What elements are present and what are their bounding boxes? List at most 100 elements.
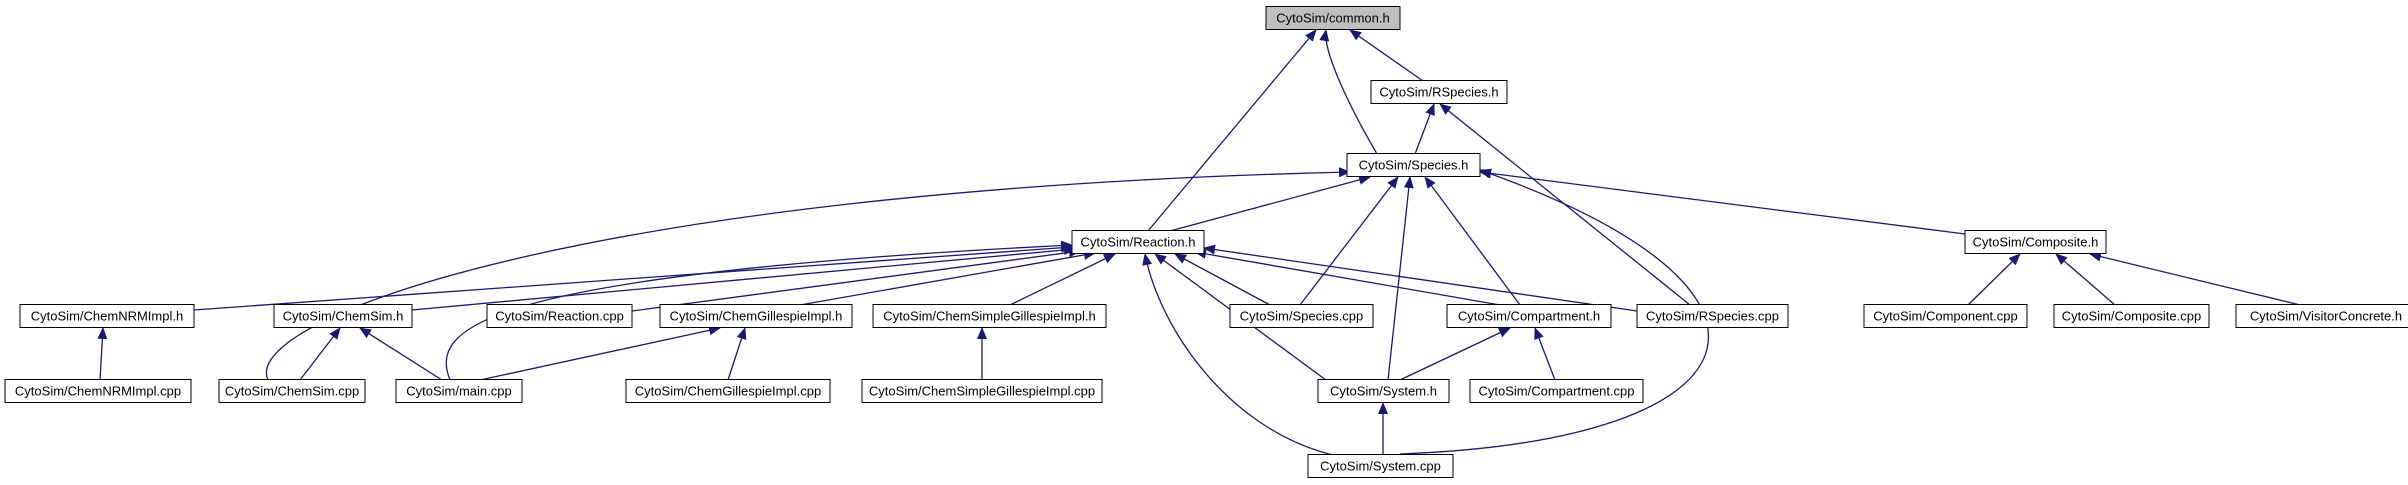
node-species-h[interactable]: CytoSim/Species.h (1346, 153, 1481, 177)
node-label: CytoSim/Composite.cpp (2062, 309, 2201, 324)
edge-main_cpp-to-species_h (265, 167, 1351, 381)
node-box (861, 379, 1103, 403)
node-box (1346, 153, 1481, 177)
edge-compartment_h-to-species_h (1424, 176, 1521, 306)
node-chemsimplegill-cpp[interactable]: CytoSim/ChemSimpleGillespieImpl.cpp (861, 379, 1103, 403)
node-box (1469, 379, 1644, 403)
node-box (1446, 304, 1612, 328)
node-box (1071, 230, 1205, 254)
edge-compartment_h-to-reaction_h (1194, 248, 1501, 306)
node-chemnrm-h[interactable]: CytoSim/ChemNRMImpl.h (19, 304, 195, 328)
node-label: CytoSim/VisitorConcrete.h (2250, 309, 2402, 324)
node-label: CytoSim/Compartment.h (1458, 309, 1600, 324)
edge-chemnrm_h-to-reaction_h (193, 242, 1073, 311)
node-species-cpp[interactable]: CytoSim/Species.cpp (1229, 304, 1374, 328)
node-box (1229, 304, 1374, 328)
node-label: CytoSim/ChemGillespieImpl.h (670, 309, 843, 324)
node-reaction-cpp[interactable]: CytoSim/Reaction.cpp (486, 304, 633, 328)
node-rspecies-cpp[interactable]: CytoSim/RSpecies.cpp (1636, 304, 1789, 328)
node-component-cpp[interactable]: CytoSim/Component.cpp (1863, 304, 2028, 328)
edge-reaction_cpp-to-reaction_h (631, 247, 1081, 312)
node-label: CytoSim/common.h (1276, 11, 1389, 26)
node-label: CytoSim/ChemSimpleGillespieImpl.cpp (869, 384, 1095, 399)
node-system-cpp[interactable]: CytoSim/System.cpp (1307, 454, 1454, 478)
node-compartment-cpp[interactable]: CytoSim/Compartment.cpp (1469, 379, 1644, 403)
node-label: CytoSim/Compartment.cpp (1478, 384, 1634, 399)
node-box (19, 304, 195, 328)
node-label: CytoSim/ChemSimpleGillespieImpl.h (883, 309, 1095, 324)
edge-species_cpp-to-reaction_h (1174, 253, 1271, 306)
edge-species_h-to-rspecies_h (1414, 103, 1435, 155)
edge-species_cpp-to-species_h (1299, 176, 1399, 306)
edge-component_cpp-to-composite_h (1967, 253, 2021, 306)
node-system-h[interactable]: CytoSim/System.h (1317, 379, 1450, 403)
edge-reaction_h-to-species_h (1169, 175, 1371, 232)
node-box (218, 379, 366, 403)
edge-composite_h-to-species_h (1479, 168, 1966, 235)
node-chemsim-cpp[interactable]: CytoSim/ChemSim.cpp (218, 379, 366, 403)
edge-composite_cpp-to-composite_h (2055, 253, 2116, 306)
node-box (395, 379, 523, 403)
node-box (2235, 304, 2408, 328)
node-label: CytoSim/Reaction.h (1081, 235, 1196, 250)
node-box (1863, 304, 2028, 328)
node-box (273, 304, 413, 328)
edge-system_h-to-species_h (1387, 176, 1414, 381)
node-label: CytoSim/RSpecies.cpp (1646, 309, 1779, 324)
edge-chemgill_cpp-to-chemgill_h (727, 327, 747, 381)
node-label: CytoSim/System.cpp (1320, 459, 1441, 474)
edge-chemsim_h-to-reaction_h (411, 245, 1076, 311)
node-composite-h[interactable]: CytoSim/Composite.h (1964, 230, 2107, 254)
node-box (1265, 6, 1401, 30)
node-box (872, 304, 1107, 328)
edge-species_h-to-common (1319, 29, 1378, 155)
node-label: CytoSim/main.cpp (406, 384, 511, 399)
edge-chemsim_cpp-to-chemsim_h (299, 327, 341, 381)
node-reaction-h[interactable]: CytoSim/Reaction.h (1071, 230, 1205, 254)
node-label: CytoSim/Species.cpp (1240, 309, 1364, 324)
node-chemgill-cpp[interactable]: CytoSim/ChemGillespieImpl.cpp (625, 379, 831, 403)
node-box (486, 304, 633, 328)
node-common[interactable]: CytoSim/common.h (1265, 6, 1401, 30)
edge-chemgill_h-to-reaction_h (799, 249, 1096, 306)
edge-system_cpp-to-reaction_h (1142, 253, 1334, 456)
node-box (1317, 379, 1450, 403)
node-label: CytoSim/ChemNRMImpl.h (31, 309, 183, 324)
node-rspecies-h[interactable]: CytoSim/RSpecies.h (1370, 80, 1508, 104)
edge-system_cpp-to-species_h (1399, 168, 1709, 455)
edge-compartment_cpp-to-compartment_h (1534, 327, 1556, 381)
edge-chemnrm_cpp-to-chemnrm_h (97, 327, 108, 381)
node-chemnrm-cpp[interactable]: CytoSim/ChemNRMImpl.cpp (4, 379, 192, 403)
node-box (659, 304, 853, 328)
node-chemgill-h[interactable]: CytoSim/ChemGillespieImpl.h (659, 304, 853, 328)
node-compartment-h[interactable]: CytoSim/Compartment.h (1446, 304, 1612, 328)
node-label: CytoSim/Component.cpp (1873, 309, 2018, 324)
node-chemsim-h[interactable]: CytoSim/ChemSim.h (273, 304, 413, 328)
nodes-layer: CytoSim/common.hCytoSim/RSpecies.hCytoSi… (4, 6, 2408, 478)
node-visitor-h[interactable]: CytoSim/VisitorConcrete.h (2235, 304, 2408, 328)
node-label: CytoSim/ChemSim.cpp (225, 384, 359, 399)
node-chemsimplegill-h[interactable]: CytoSim/ChemSimpleGillespieImpl.h (872, 304, 1107, 328)
edge-rspecies_cpp-to-reaction_h (1203, 244, 1638, 312)
node-label: CytoSim/Reaction.cpp (495, 309, 624, 324)
edge-main_cpp-to-chemsim_h (359, 327, 443, 381)
node-box (1307, 454, 1454, 478)
node-label: CytoSim/Species.h (1359, 158, 1469, 173)
node-box (2053, 304, 2210, 328)
node-label: CytoSim/ChemNRMImpl.cpp (15, 384, 181, 399)
node-label: CytoSim/Composite.h (1973, 235, 2099, 250)
node-box (1964, 230, 2107, 254)
node-box (1636, 304, 1789, 328)
edge-system_h-to-compartment_h (1399, 327, 1511, 381)
node-label: CytoSim/ChemSim.h (283, 309, 404, 324)
node-box (625, 379, 831, 403)
node-label: CytoSim/RSpecies.h (1379, 85, 1498, 100)
edge-rspecies_h-to-common (1349, 29, 1424, 82)
node-main-cpp[interactable]: CytoSim/main.cpp (395, 379, 523, 403)
edges-layer (97, 29, 2301, 456)
node-label: CytoSim/ChemGillespieImpl.cpp (635, 384, 821, 399)
edge-visitor_h-to-composite_h (2089, 251, 2301, 306)
edge-reaction_h-to-common (1147, 29, 1317, 232)
node-composite-cpp[interactable]: CytoSim/Composite.cpp (2053, 304, 2210, 328)
node-box (1370, 80, 1508, 104)
